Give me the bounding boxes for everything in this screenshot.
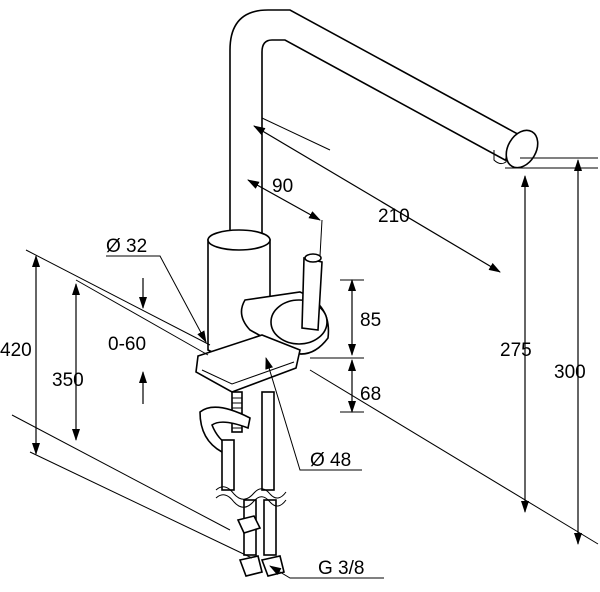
label-0-60: 0-60 bbox=[108, 334, 146, 355]
supply-hoses bbox=[215, 391, 287, 577]
label-300: 300 bbox=[554, 362, 586, 383]
dimension-lines bbox=[11, 117, 599, 579]
label-g-3-8: G 3/8 bbox=[318, 558, 364, 579]
lever-top bbox=[304, 253, 322, 263]
faucet-body bbox=[195, 9, 539, 577]
dimension-labels: 210 90 Ø 32 0-60 420 350 85 68 Ø 48 275 … bbox=[0, 176, 586, 579]
label-68: 68 bbox=[360, 384, 381, 405]
label-350: 350 bbox=[52, 370, 84, 391]
base-plate bbox=[195, 334, 301, 393]
mounting-clamp bbox=[199, 406, 251, 453]
label-85: 85 bbox=[360, 310, 381, 331]
label-275: 275 bbox=[500, 340, 532, 361]
label-diameter-32: Ø 32 bbox=[106, 236, 147, 257]
label-90: 90 bbox=[272, 176, 293, 197]
label-diameter-48: Ø 48 bbox=[310, 450, 351, 471]
label-210: 210 bbox=[378, 206, 410, 227]
cylinder-top bbox=[207, 229, 271, 251]
label-420: 420 bbox=[0, 340, 32, 361]
lever bbox=[301, 257, 323, 331]
